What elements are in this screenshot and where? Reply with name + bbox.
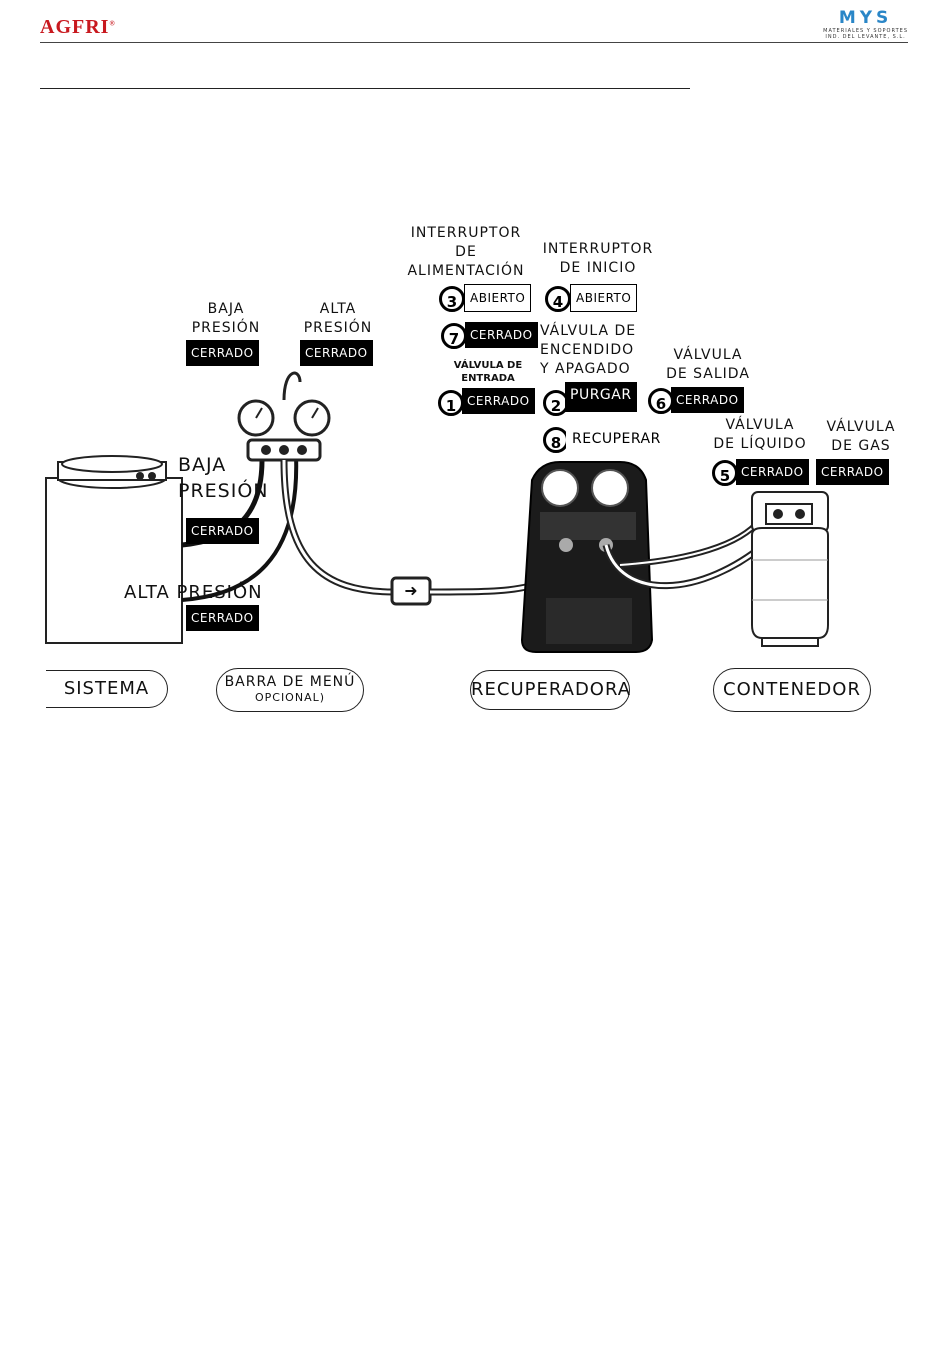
- agfri-logo-text: AGFRI: [40, 16, 110, 38]
- outlet-valve-label: VÁLVULA DE SALIDA: [666, 347, 750, 382]
- header-divider: [40, 42, 908, 43]
- menu-bar-section-sub: OPCIONAL): [254, 691, 326, 704]
- start-switch-state: ABIERTO: [570, 284, 638, 312]
- high-pressure-gauge-state: CERRADO: [300, 340, 373, 366]
- arrow-right-icon: ➜: [404, 581, 418, 600]
- recovery-section-label: RECUPERADORA: [470, 670, 630, 710]
- system-unit-drawing: [45, 455, 183, 644]
- container-section-label: CONTENEDOR: [713, 668, 871, 712]
- step-5-marker: 5: [712, 460, 738, 486]
- low-pressure-system-label: BAJA PRESIÓN: [178, 454, 269, 502]
- low-pressure-gauge-label: BAJA PRESIÓN: [191, 301, 261, 336]
- step-7-state: CERRADO: [465, 322, 538, 348]
- step-1-marker: 1: [438, 390, 464, 416]
- step-3-marker: 3: [439, 286, 465, 312]
- step-7-marker: 7: [441, 323, 467, 349]
- recover-state: RECUPERAR: [566, 425, 667, 453]
- high-pressure-system-state: CERRADO: [186, 605, 259, 631]
- agfri-registered-mark: ®: [109, 19, 116, 28]
- title-underline: [40, 88, 690, 89]
- low-pressure-gauge-state: CERRADO: [186, 340, 259, 366]
- inlet-valve-label: VÁLVULA DE ENTRADA: [453, 360, 523, 384]
- step-4-marker: 4: [545, 286, 571, 312]
- liquid-valve-label: VÁLVULA DE LÍQUIDO: [713, 417, 807, 452]
- menu-bar-section-label: BARRA DE MENÚ OPCIONAL): [216, 668, 364, 712]
- mys-logo-sub1: MATERIALES Y SOPORTES: [823, 28, 908, 34]
- low-pressure-system-state: CERRADO: [186, 518, 259, 544]
- mys-logo-text: MYS: [838, 8, 893, 28]
- mys-logo: MYS MATERIALES Y SOPORTES IND. DEL LEVAN…: [823, 8, 908, 40]
- liquid-valve-state: CERRADO: [736, 459, 809, 485]
- start-switch-label: INTERRUPTOR DE INICIO: [542, 241, 654, 276]
- onoff-valve-label: VÁLVULA DE ENCENDIDO Y APAGADO: [540, 323, 637, 377]
- manifold-gauges-drawing: [237, 371, 331, 462]
- inlet-valve-state: CERRADO: [462, 388, 535, 414]
- agfri-logo: AGFRI®: [40, 16, 116, 39]
- container-cylinder-drawing: [751, 491, 829, 647]
- system-section-label: SISTEMA: [46, 670, 168, 708]
- gas-valve-state: CERRADO: [816, 459, 889, 485]
- menu-bar-section-title: BARRA DE MENÚ: [224, 674, 356, 690]
- onoff-valve-state: PURGAR: [565, 382, 637, 412]
- outlet-valve-state: CERRADO: [671, 387, 744, 413]
- mys-logo-sub2: IND. DEL LEVANTE, S.L.: [825, 34, 906, 40]
- recovery-machine-drawing: [520, 461, 654, 653]
- high-pressure-gauge-label: ALTA PRESIÓN: [303, 301, 373, 336]
- high-pressure-system-label: ALTA PRESIÓN: [124, 582, 263, 603]
- power-switch-label: INTERRUPTOR DE ALIMENTACIÓN: [407, 225, 525, 279]
- power-switch-state: ABIERTO: [464, 284, 532, 312]
- gas-valve-label: VÁLVULA DE GAS: [826, 419, 896, 454]
